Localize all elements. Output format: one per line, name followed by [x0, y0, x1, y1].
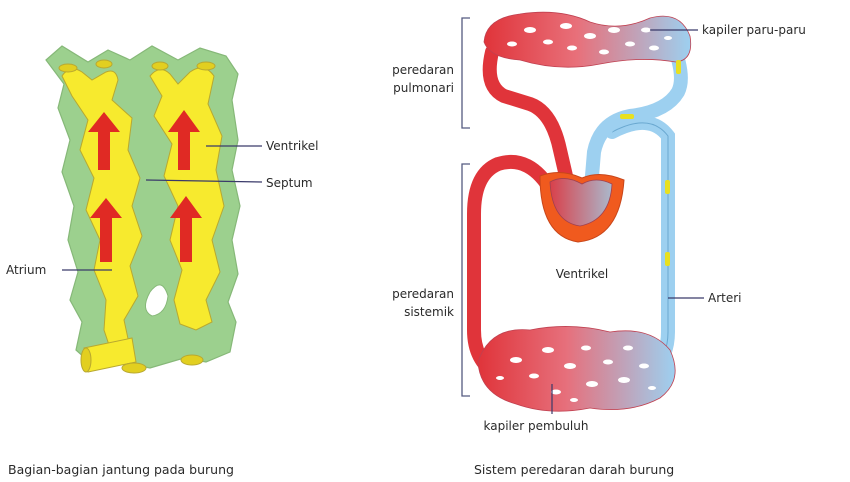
right-figure-caption: Sistem peredaran darah burung [474, 462, 674, 477]
atrium-label: Atrium [6, 263, 46, 277]
pulmonary-bracket [462, 18, 470, 128]
pulmonary-label-line1: peredaran [392, 63, 454, 77]
systemic-label-line2: sistemik [404, 305, 454, 319]
artery-label: Arteri [708, 291, 742, 305]
lung-capillary-bed [484, 12, 691, 67]
bird-heart-figure: Ventrikel Septum Atrium Bagian-bagian ja… [6, 46, 318, 477]
septum-label: Septum [266, 176, 313, 190]
ventricle-label-right: Ventrikel [556, 267, 608, 281]
lung-capillary-label: kapiler paru-paru [702, 23, 806, 37]
systemic-label-line1: peredaran [392, 287, 454, 301]
pulmonary-label-line2: pulmonari [393, 81, 454, 95]
bird-circulation-figure: kapiler paru-paru peredaran pulmonari pe… [392, 12, 806, 477]
left-figure-caption: Bagian-bagian jantung pada burung [8, 462, 234, 477]
vessel-capillary-label: kapiler pembuluh [484, 419, 589, 433]
ventricle-label-left: Ventrikel [266, 139, 318, 153]
